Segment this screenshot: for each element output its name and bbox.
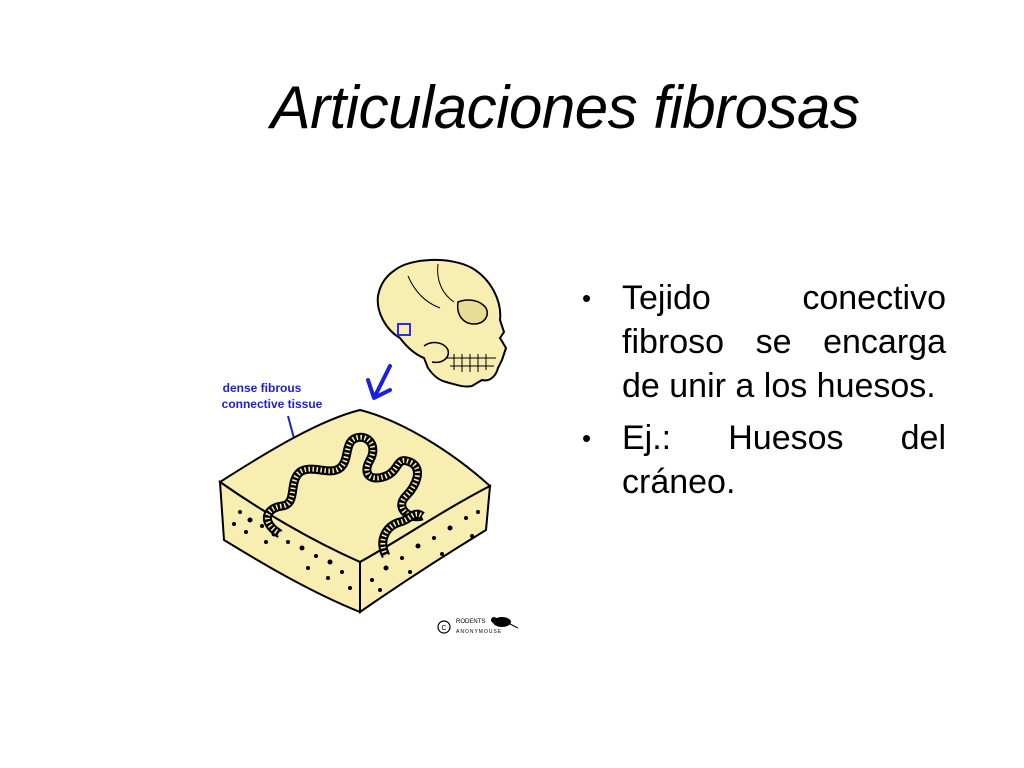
arrow-down-left-icon <box>366 364 392 400</box>
bullet-marker: • <box>582 423 592 453</box>
skull-drawing <box>376 259 508 388</box>
label-line-1: dense fibrous <box>223 381 302 395</box>
rodents-anonymouse-logo: C RODENTS ANONYMOUSE <box>437 617 519 635</box>
svg-text:ANONYMOUSE: ANONYMOUSE <box>456 629 502 635</box>
bone-block <box>218 408 492 614</box>
label-line-2: connective tissue <box>222 397 323 411</box>
bullet-item: • Tejido conectivo fibroso se encarga de… <box>578 276 946 408</box>
bullet-marker: • <box>582 283 592 313</box>
suture-illustration: dense fibrous connective tissue <box>210 250 530 650</box>
svg-text:C: C <box>441 625 446 632</box>
suture-highlight-box <box>397 323 411 336</box>
bullet-list: • Tejido conectivo fibroso se encarga de… <box>578 276 946 512</box>
bullet-text: Ej.: Huesos del cráneo. <box>622 419 946 501</box>
bullet-text: Tejido conectivo fibroso se encarga de u… <box>622 279 946 405</box>
skull-suture-diagram: dense fibrous connective tissue <box>218 259 519 635</box>
slide-title: Articulaciones fibrosas <box>270 74 860 141</box>
bullet-item: • Ej.: Huesos del cráneo. <box>578 416 946 504</box>
svg-text:RODENTS: RODENTS <box>456 619 485 625</box>
